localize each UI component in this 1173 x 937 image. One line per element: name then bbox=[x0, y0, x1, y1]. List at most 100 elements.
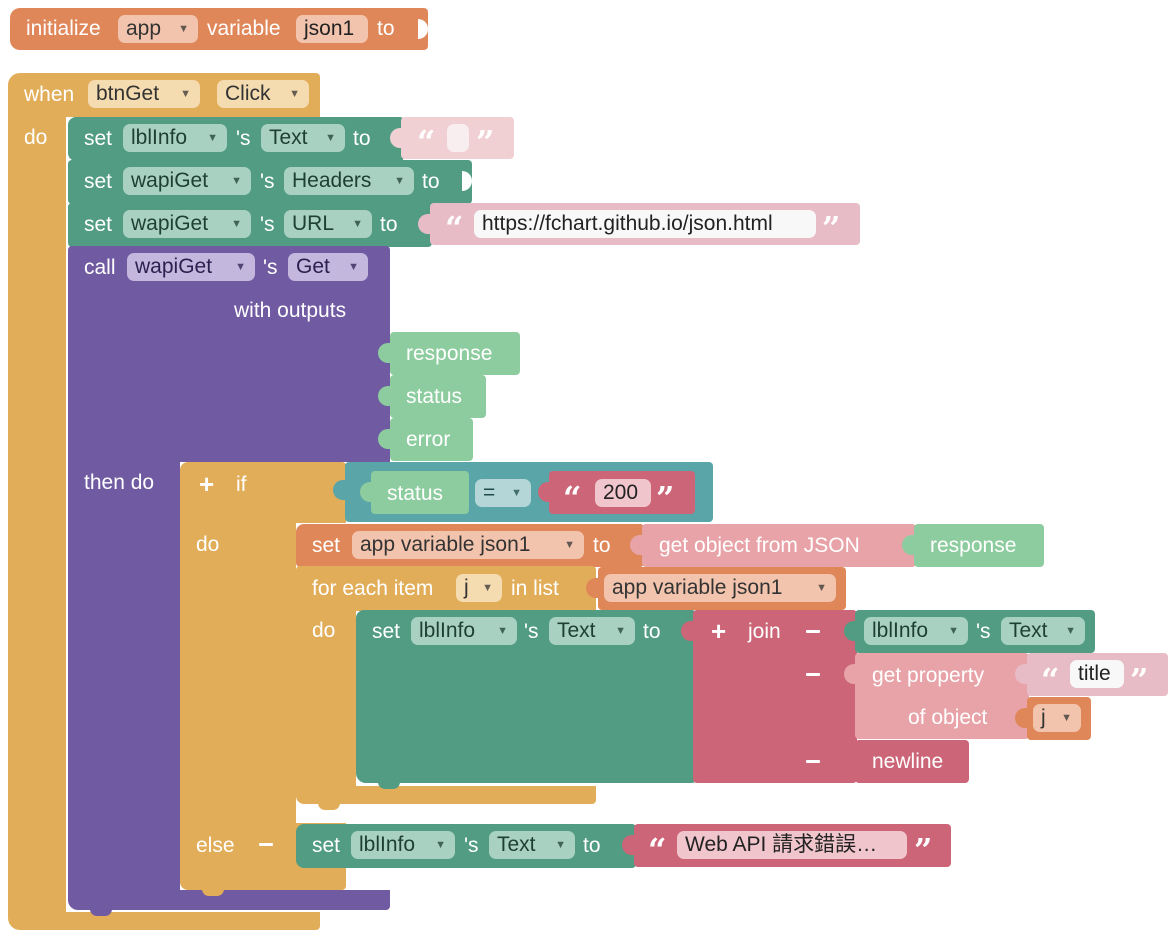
event-dropdown[interactable]: Click▼ bbox=[217, 80, 309, 108]
next-notch bbox=[90, 909, 112, 916]
property-dropdown[interactable]: Headers▼ bbox=[284, 167, 414, 195]
to-label: to bbox=[377, 17, 395, 40]
property-dropdown[interactable]: Text▼ bbox=[549, 617, 635, 645]
else-label: else bbox=[196, 834, 235, 857]
dropdown-arrow-icon: ▼ bbox=[511, 487, 522, 499]
join-block[interactable] bbox=[693, 610, 857, 783]
mutator-plus-icon[interactable]: + bbox=[711, 616, 727, 646]
output-status-block[interactable] bbox=[390, 375, 486, 418]
variable-dropdown[interactable]: app variable json1▼ bbox=[352, 531, 584, 559]
dropdown-arrow-icon: ▼ bbox=[178, 23, 189, 35]
of-object-label: of object bbox=[908, 706, 988, 729]
in-list-label: in list bbox=[511, 577, 559, 600]
close-quote-icon: ” bbox=[1130, 661, 1149, 699]
dropdown-arrow-icon: ▼ bbox=[564, 539, 575, 551]
variable-dropdown[interactable]: j▼ bbox=[1033, 704, 1081, 732]
to-label: to bbox=[593, 534, 611, 557]
get-response-label: response bbox=[930, 534, 1017, 557]
then-do-label: then do bbox=[84, 471, 155, 494]
item-variable-field[interactable]: j▼ bbox=[456, 574, 502, 602]
if-label: if bbox=[236, 473, 247, 496]
set-label: set bbox=[312, 534, 341, 557]
loop-do-label: do bbox=[312, 619, 336, 642]
get-property-label: get property bbox=[872, 664, 985, 687]
dropdown-arrow-icon: ▼ bbox=[816, 582, 827, 594]
remove-else-icon[interactable] bbox=[259, 843, 273, 846]
value-socket bbox=[462, 171, 472, 191]
output-error-label: error bbox=[406, 428, 451, 451]
string-field[interactable]: Web API 請求錯誤… bbox=[677, 831, 907, 859]
property-dropdown[interactable]: Text▼ bbox=[1001, 617, 1085, 645]
newline-label: newline bbox=[872, 750, 944, 773]
string-field[interactable] bbox=[447, 124, 469, 152]
property-dropdown[interactable]: Text▼ bbox=[489, 831, 575, 859]
remove-item-icon[interactable] bbox=[806, 673, 820, 676]
component-dropdown[interactable]: btnGet▼ bbox=[88, 80, 200, 108]
next-notch bbox=[202, 889, 224, 896]
next-notch bbox=[318, 803, 340, 810]
join-label: join bbox=[748, 620, 781, 643]
value-socket bbox=[418, 19, 428, 39]
component-dropdown[interactable]: wapiGet▼ bbox=[127, 253, 255, 281]
scope-dropdown[interactable]: app▼ bbox=[118, 15, 198, 43]
open-quote-icon: “ bbox=[648, 831, 667, 869]
remove-item-icon[interactable] bbox=[806, 630, 820, 633]
close-quote-icon: ” bbox=[914, 831, 933, 869]
string-field[interactable]: 200 bbox=[595, 479, 651, 507]
close-quote-icon: ” bbox=[656, 479, 675, 517]
possessive-label: 's bbox=[976, 620, 991, 643]
open-quote-icon: “ bbox=[1041, 661, 1060, 699]
call-label: call bbox=[84, 256, 116, 279]
component-dropdown[interactable]: lblInfo▼ bbox=[864, 617, 968, 645]
variable-name-field[interactable]: json1 bbox=[296, 15, 368, 43]
value-nub bbox=[844, 751, 858, 771]
dropdown-arrow-icon: ▼ bbox=[231, 175, 242, 187]
operator-dropdown[interactable]: =▼ bbox=[475, 479, 531, 507]
get-status-block[interactable] bbox=[371, 471, 469, 514]
dict-lookup-block[interactable] bbox=[855, 653, 1029, 739]
value-nub bbox=[844, 621, 858, 641]
open-quote-icon: “ bbox=[445, 209, 464, 247]
output-response-label: response bbox=[406, 342, 493, 365]
property-dropdown[interactable]: Text▼ bbox=[261, 124, 345, 152]
output-error-block[interactable] bbox=[390, 418, 473, 461]
to-label: to bbox=[583, 834, 601, 857]
dropdown-arrow-icon: ▼ bbox=[497, 625, 508, 637]
json-decode-block[interactable] bbox=[642, 524, 916, 567]
method-dropdown[interactable]: Get▼ bbox=[288, 253, 368, 281]
mutator-plus-icon[interactable]: + bbox=[199, 469, 215, 499]
component-dropdown[interactable]: wapiGet▼ bbox=[123, 210, 251, 238]
variable-dropdown[interactable]: app variable json1▼ bbox=[604, 574, 836, 602]
string-field[interactable]: title bbox=[1070, 660, 1124, 688]
value-nub bbox=[681, 621, 695, 641]
component-dropdown[interactable]: lblInfo▼ bbox=[351, 831, 455, 859]
possessive-label: 's bbox=[236, 127, 251, 150]
output-nub bbox=[378, 429, 392, 449]
dropdown-arrow-icon: ▼ bbox=[231, 218, 242, 230]
dropdown-arrow-icon: ▼ bbox=[289, 88, 300, 100]
component-dropdown[interactable]: lblInfo▼ bbox=[123, 124, 227, 152]
string-nub bbox=[1015, 664, 1029, 684]
to-label: to bbox=[380, 213, 398, 236]
dropdown-arrow-icon: ▼ bbox=[948, 625, 959, 637]
value-nub bbox=[630, 535, 644, 555]
set-label: set bbox=[372, 620, 401, 643]
component-dropdown[interactable]: lblInfo▼ bbox=[411, 617, 517, 645]
dropdown-arrow-icon: ▼ bbox=[435, 839, 446, 851]
dropdown-arrow-icon: ▼ bbox=[348, 261, 359, 273]
output-response-block[interactable] bbox=[390, 332, 520, 375]
property-dropdown[interactable]: URL▼ bbox=[284, 210, 372, 238]
component-dropdown[interactable]: wapiGet▼ bbox=[123, 167, 251, 195]
remove-item-icon[interactable] bbox=[806, 760, 820, 763]
possessive-label: 's bbox=[260, 170, 275, 193]
with-outputs-label: with outputs bbox=[234, 299, 347, 322]
string-nub bbox=[418, 214, 432, 234]
get-response-block[interactable] bbox=[914, 524, 1044, 567]
to-label: to bbox=[422, 170, 440, 193]
compare-nub bbox=[333, 480, 347, 500]
newline-block[interactable] bbox=[855, 740, 969, 783]
url-field[interactable]: https://fchart.github.io/json.html bbox=[474, 210, 816, 238]
for-each-label: for each item bbox=[312, 577, 434, 600]
value-nub bbox=[360, 482, 374, 502]
output-nub bbox=[378, 343, 392, 363]
